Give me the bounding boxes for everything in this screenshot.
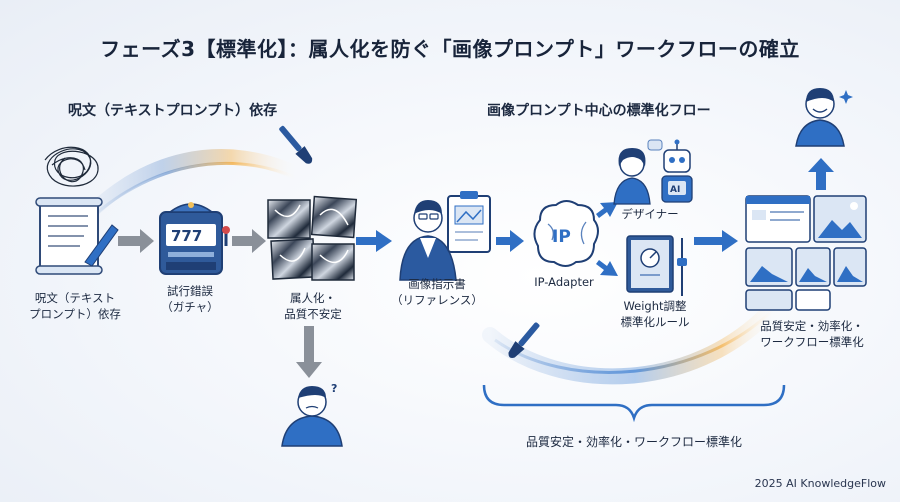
presenter-clipboard-icon xyxy=(399,191,491,281)
left-arrows xyxy=(118,229,322,378)
step-prompt-line1: 呪文（テキスト xyxy=(34,291,116,305)
right-section-heading: 画像プロンプト中心の標準化フロー xyxy=(487,103,711,119)
chaotic-images-icon xyxy=(267,195,358,281)
confused-person-icon: ? xyxy=(281,382,343,447)
step-unstable-caption: 属人化・ 品質不安定 xyxy=(258,290,368,322)
reference-line2: （リファレンス） xyxy=(391,293,483,307)
step-unstable-line1: 属人化・ xyxy=(290,291,336,305)
bottom-summary-label: 品質安定・効率化・ワークフロー標準化 xyxy=(525,435,742,449)
step-prompt-line2: プロンプト）依存 xyxy=(29,307,121,321)
paintbrush-icon xyxy=(279,125,313,164)
brain-ip-icon: IP xyxy=(533,200,599,267)
arrows-from-adapter xyxy=(596,202,618,276)
rules-line1: Weight調整 xyxy=(623,299,687,313)
arrow-to-results xyxy=(694,230,738,252)
tangle-icon xyxy=(44,146,99,187)
rulebook-icon xyxy=(626,235,687,296)
step-prompt-caption: 呪文（テキスト プロンプト）依存 xyxy=(20,290,130,322)
scroll-quill-icon xyxy=(35,197,119,275)
results-line1: 品質安定・効率化・ xyxy=(760,319,864,333)
rules-caption: Weight調整 標準化ルール xyxy=(600,298,710,330)
adapter-caption: IP-Adapter xyxy=(534,275,594,289)
image-grid-icon xyxy=(745,195,867,311)
paintbrush-lower-icon xyxy=(508,322,540,358)
svg-text:AI: AI xyxy=(670,185,680,195)
step-unstable-line2: 品質不安定 xyxy=(284,307,342,321)
step-trial-line1: 試行錯誤 xyxy=(167,284,213,298)
bottom-bracket xyxy=(482,384,786,423)
svg-text:IP: IP xyxy=(552,227,571,247)
svg-text:777: 777 xyxy=(171,227,202,245)
arrow-to-reference xyxy=(356,230,392,252)
slot-machine-icon: 777 xyxy=(159,202,230,275)
arrow-to-adapter xyxy=(496,230,524,252)
happy-person-icon xyxy=(795,88,853,147)
svg-text:?: ? xyxy=(331,382,337,395)
left-section-heading: 呪文（テキストプロンプト）依存 xyxy=(68,103,278,119)
arrow-to-happy-person xyxy=(808,158,834,190)
results-line2: ワークフロー標準化 xyxy=(760,335,864,349)
step-trial-line2: （ガチャ） xyxy=(161,300,219,314)
rules-line2: 標準化ルール xyxy=(620,315,690,329)
reference-caption: 画像指示書 （リファレンス） xyxy=(382,276,492,308)
footer-credit: 2025 AI KnowledgeFlow xyxy=(754,477,886,490)
results-caption: 品質安定・効率化・ ワークフロー標準化 xyxy=(742,318,882,350)
step-trial-caption: 試行錯誤 （ガチャ） xyxy=(140,283,240,315)
page-title: フェーズ3【標準化】：属人化を防ぐ「画像プロンプト」ワークフローの確立 xyxy=(100,37,800,61)
designer-ai-icon: AI xyxy=(613,139,693,205)
reference-line1: 画像指示書 xyxy=(408,277,466,291)
designer-caption: デザイナー xyxy=(621,207,679,221)
